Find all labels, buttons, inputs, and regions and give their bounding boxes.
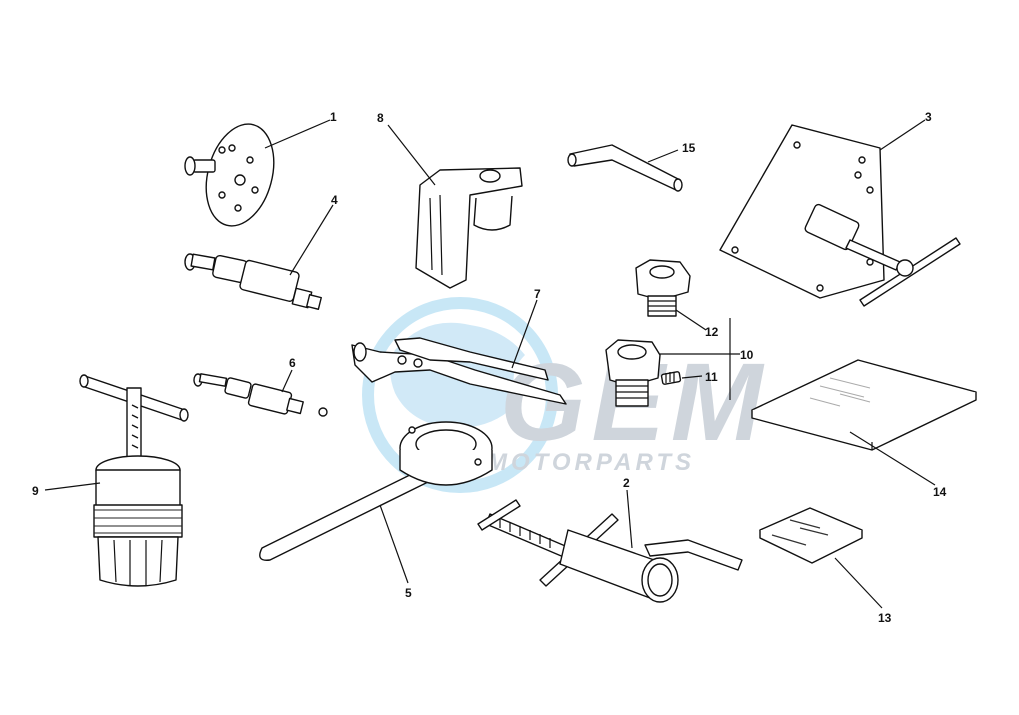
callout-3: 3 — [925, 110, 932, 124]
callout-4: 4 — [331, 193, 338, 207]
leader-8 — [387, 124, 436, 186]
callout-1: 1 — [330, 110, 337, 124]
leader-9 — [44, 482, 101, 491]
leader-7 — [511, 299, 538, 369]
callout-6: 6 — [289, 356, 296, 370]
leader-10 — [660, 318, 740, 400]
leader-5 — [379, 504, 409, 584]
callout-14: 14 — [933, 485, 947, 499]
callout-9: 9 — [32, 484, 39, 498]
watermark-subtitle: MOTORPARTS — [487, 449, 695, 476]
part-1-puller-disc — [184, 123, 275, 227]
leader-4 — [289, 204, 334, 276]
leader-1 — [264, 119, 331, 149]
leader-3 — [879, 119, 926, 151]
callout-5: 5 — [405, 586, 412, 600]
part-12-plug — [635, 259, 691, 317]
part-3-plate-tool — [719, 124, 961, 307]
leader-lines — [44, 119, 936, 609]
part-10-adapter — [605, 339, 661, 407]
callout-7: 7 — [534, 287, 541, 301]
leader-2 — [626, 489, 633, 549]
callout-12: 12 — [705, 325, 719, 339]
callout-13: 13 — [878, 611, 892, 625]
leader-15 — [647, 149, 679, 163]
leader-12 — [675, 309, 707, 331]
part-2-tool — [477, 499, 743, 603]
part-7-pliers — [351, 337, 567, 405]
callout-8: 8 — [377, 111, 384, 125]
leader-13 — [834, 557, 883, 609]
callout-labels: 1 2 3 4 5 6 7 8 9 10 11 12 13 14 15 — [32, 110, 947, 625]
part-9-clutch-tool — [79, 374, 189, 587]
leader-6 — [281, 369, 293, 393]
part-13-pouch — [759, 507, 863, 564]
part-11-screw — [660, 371, 682, 385]
part-14-manual — [751, 359, 977, 451]
leader-11 — [681, 375, 703, 379]
callout-2: 2 — [623, 476, 630, 490]
callout-15: 15 — [682, 141, 696, 155]
part-6-small-puller — [193, 373, 328, 417]
part-15-hex-key — [567, 144, 683, 192]
part-4-puller — [184, 253, 322, 310]
callout-11: 11 — [705, 370, 718, 384]
leader-14 — [849, 431, 936, 486]
part-5-ring-spanner — [259, 421, 493, 561]
callout-10: 10 — [740, 348, 754, 362]
part-8-bracket — [415, 167, 523, 289]
